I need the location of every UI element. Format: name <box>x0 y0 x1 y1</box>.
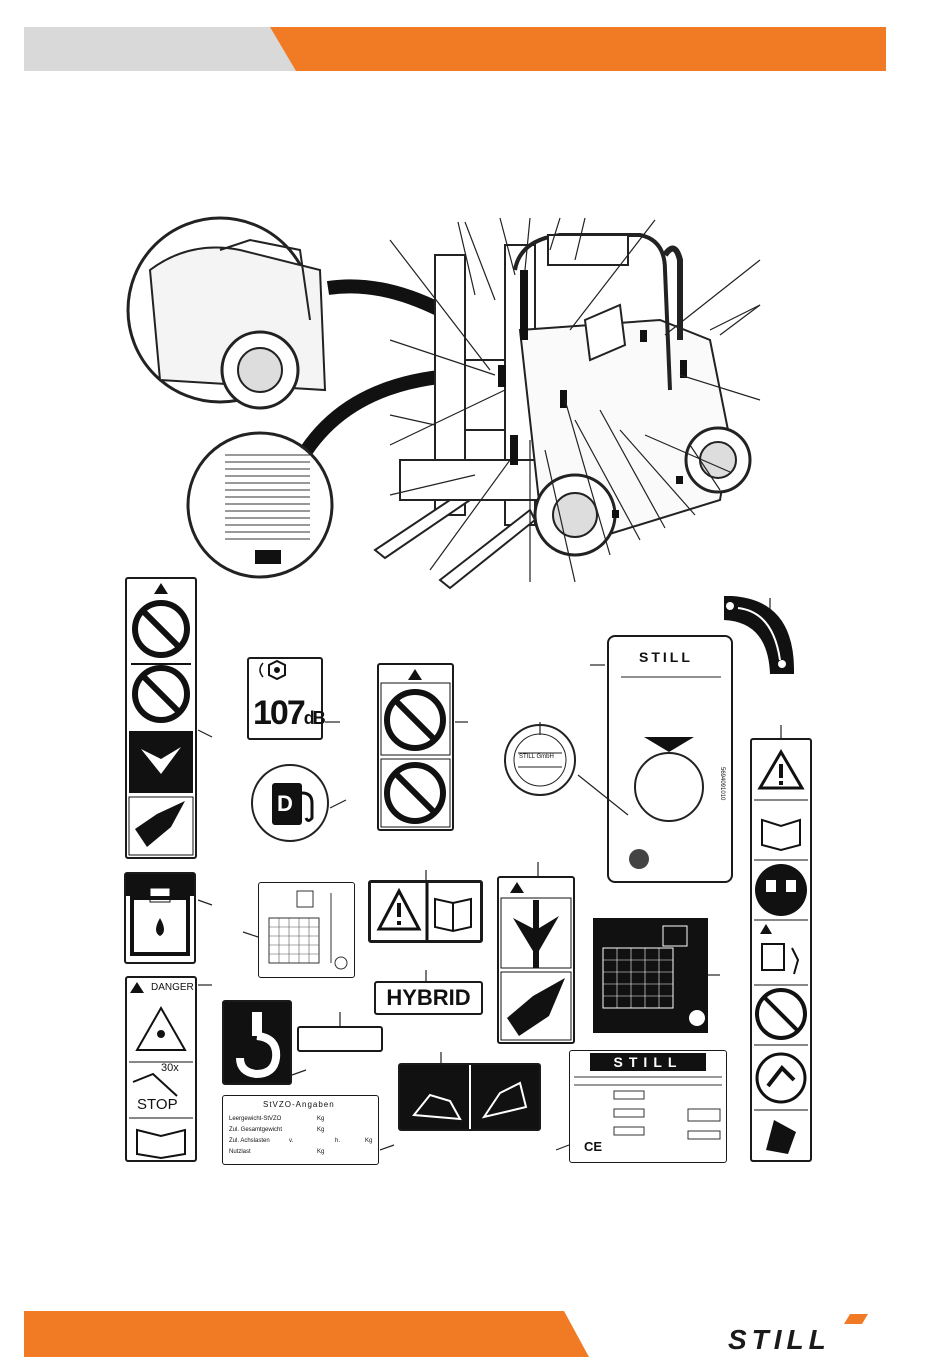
stvzo-unit-1: Kg <box>317 1127 324 1133</box>
warning-label-no-riding-crush <box>125 577 197 859</box>
still-ce-type-plate: STILL CE <box>569 1050 727 1163</box>
noise-emitter-icon <box>249 659 321 699</box>
stvzo-row-0: Leergewicht-StVZO <box>229 1116 281 1122</box>
hand-crush-warning-label <box>497 876 575 1044</box>
stvzo-data-plate: StVZO-Angaben Leergewicht-StVZO Zul. Ges… <box>222 1095 379 1165</box>
stvzo-v: v. <box>289 1138 293 1144</box>
noise-value: 107 <box>253 694 304 732</box>
load-capacity-chart-small <box>258 882 355 978</box>
danger-word: DANGER <box>151 982 194 993</box>
cabin-tilt-label <box>398 1063 541 1131</box>
still-logo: STILL <box>728 1312 888 1358</box>
operating-instructions-strip <box>750 738 812 1162</box>
hybrid-text: HYBRID <box>376 983 481 1013</box>
stvzo-unit-2: Kg <box>365 1138 372 1144</box>
stvzo-row-2: Zul. Achslasten <box>229 1138 270 1144</box>
warning-pictograms <box>127 579 195 857</box>
danger-count: 30x <box>161 1062 179 1074</box>
diesel-fuel-label: D <box>250 763 330 843</box>
dial-text: STILL GmbH <box>519 754 554 760</box>
header-bar <box>24 27 886 71</box>
stvzo-unit-3: Kg <box>317 1149 324 1155</box>
fuel-letter: D <box>277 791 293 817</box>
plate-code: 5694091010 <box>719 767 725 800</box>
hybrid-label: HYBRID <box>374 981 483 1015</box>
stvzo-unit-0: Kg <box>317 1116 324 1122</box>
stvzo-row-3: Nutzlast <box>229 1149 251 1155</box>
hydraulic-oil-label <box>124 872 196 964</box>
still-type-plate-tall: STILL 5694091010 <box>607 635 733 883</box>
service-dial-label: STILL GmbH <box>503 723 577 797</box>
ce-mark: CE <box>584 1139 602 1154</box>
noise-level-label: 107dB <box>247 657 323 740</box>
stvzo-title: StVZO-Angaben <box>263 1100 335 1109</box>
noise-unit: dB <box>304 708 324 728</box>
footer-graphic <box>24 1311 589 1357</box>
lifting-hook-label <box>222 1000 292 1085</box>
danger-stop: STOP <box>137 1096 178 1113</box>
stvzo-h: h. <box>335 1138 340 1144</box>
warning-label-no-passenger <box>377 663 454 831</box>
lock-unlock-arc-label <box>718 590 798 676</box>
blank-serial-plate <box>297 1026 383 1052</box>
stvzo-row-1: Zul. Gesamtgewicht <box>229 1127 282 1133</box>
header-graphic <box>24 27 886 71</box>
still-logo-text: STILL <box>728 1324 831 1356</box>
read-manual-warning-label <box>368 880 483 943</box>
danger-label: DANGER 30x STOP <box>125 976 197 1162</box>
footer-bar <box>24 1311 589 1357</box>
load-capacity-chart-dark <box>593 918 708 1033</box>
forklift-illustration <box>120 210 770 590</box>
